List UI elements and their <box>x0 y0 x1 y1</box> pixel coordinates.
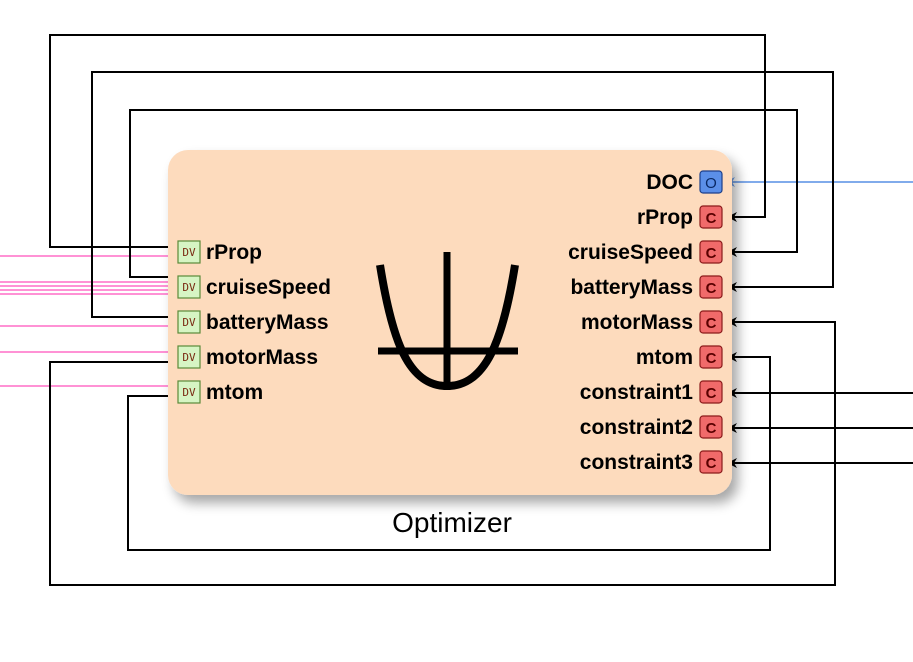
dv-port-square[interactable] <box>177 380 201 404</box>
output-port-label: mtom <box>636 346 693 369</box>
dv-port-kind: DV <box>182 316 196 329</box>
output-port-label: batteryMass <box>570 276 693 299</box>
output-port-label: cruiseSpeed <box>568 241 693 264</box>
objective-port-kind: O <box>705 175 717 192</box>
constraint-port-kind: C <box>706 280 717 297</box>
loop-cruisespeed-wire[interactable] <box>129 109 798 278</box>
input-port-label: batteryMass <box>206 311 329 334</box>
loop-motormass-wire[interactable] <box>49 317 836 586</box>
constraint-port-kind: C <box>706 315 717 332</box>
input-port-rProp[interactable]: DV rProp <box>177 240 262 264</box>
dv-port-kind: DV <box>182 281 196 294</box>
dv-port-square[interactable] <box>177 275 201 299</box>
constraint-port-kind: C <box>706 455 717 472</box>
loop-rprop-wire[interactable] <box>49 34 766 248</box>
constraint-port-square[interactable] <box>699 380 723 404</box>
objective-port-square[interactable] <box>699 170 723 194</box>
input-port-cruiseSpeed[interactable]: DV cruiseSpeed <box>177 275 331 299</box>
optimizer-block[interactable]: Optimizer <box>168 150 732 538</box>
constraint-port-kind: C <box>706 385 717 402</box>
feedback-wires <box>49 34 913 586</box>
output-port-label: motorMass <box>581 311 693 334</box>
output-port-label: constraint1 <box>580 381 694 404</box>
input-port-label: motorMass <box>206 346 318 369</box>
constraint-port-square[interactable] <box>699 345 723 369</box>
constraint-port-square[interactable] <box>699 415 723 439</box>
input-port-label: rProp <box>206 241 262 264</box>
dv-port-square[interactable] <box>177 310 201 334</box>
constraint-port-square[interactable] <box>699 275 723 299</box>
input-port-label: mtom <box>206 381 263 404</box>
input-port-motorMass[interactable]: DV motorMass <box>177 345 318 369</box>
dv-port-square[interactable] <box>177 345 201 369</box>
optimizer-parabola-icon <box>376 252 519 391</box>
dv-port-kind: DV <box>182 351 196 364</box>
output-port-label: DOC <box>646 171 693 194</box>
constraint-port-square[interactable] <box>699 310 723 334</box>
dv-port-kind: DV <box>182 386 196 399</box>
pink-input-wires <box>0 255 176 387</box>
constraint-port-kind: C <box>706 420 717 437</box>
input-port-mtom[interactable]: DV mtom <box>177 380 263 404</box>
constraint-port-square[interactable] <box>699 205 723 229</box>
block-label: Optimizer <box>392 507 512 538</box>
constraint-port-kind: C <box>706 210 717 227</box>
output-port-label: rProp <box>637 206 693 229</box>
constraint-port-square[interactable] <box>699 450 723 474</box>
constraint-port-kind: C <box>706 245 717 262</box>
output-port-label: constraint3 <box>580 451 693 474</box>
constraint-port-kind: C <box>706 350 717 367</box>
output-ports: ODOCCrPropCcruiseSpeedCbatteryMassCmotor… <box>568 170 723 474</box>
input-port-batteryMass[interactable]: DV batteryMass <box>177 310 329 334</box>
dv-port-kind: DV <box>182 246 196 259</box>
loop-batterymass-wire[interactable] <box>91 71 834 318</box>
dv-port-square[interactable] <box>177 240 201 264</box>
input-port-label: cruiseSpeed <box>206 276 331 299</box>
output-port-DOC[interactable]: O DOC <box>646 170 723 194</box>
loop-mtom-wire[interactable] <box>127 352 771 551</box>
constraint-port-square[interactable] <box>699 240 723 264</box>
output-port-label: constraint2 <box>580 416 693 439</box>
